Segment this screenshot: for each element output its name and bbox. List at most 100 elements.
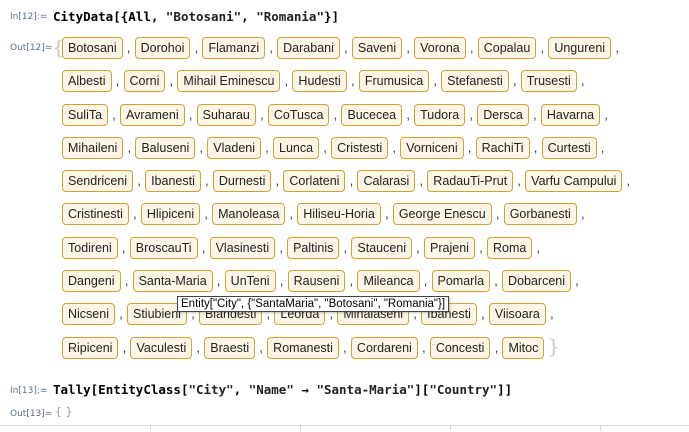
entity-chip[interactable]: Concesti [429,336,491,359]
entity-chip[interactable]: Flamanzi [202,37,266,59]
list-separator: , [343,240,348,255]
entity-chip[interactable]: Corni [123,70,166,93]
entity-row: Ripiceni,Vaculesti,Braesti,Romanesti,Cor… [62,336,662,370]
entity-chip[interactable]: Bucecea [341,103,403,126]
entity-chip[interactable]: Curtesti [541,136,597,159]
entity-chip[interactable]: Mihail Eminescu [177,70,281,93]
entity-chip[interactable]: Hlipiceni [140,203,201,226]
entity-chip[interactable]: Vlasinesti [209,236,276,259]
entity-tooltip: Entity["City", {"SantaMaria", "Botosani"… [177,296,450,312]
entity-chip[interactable]: BroscauTi [129,236,198,259]
entity-chip[interactable]: Varfu Campului [525,170,623,193]
entity-chip[interactable]: Dobarceni [502,270,572,293]
entity-chip[interactable]: Stefanesti [441,70,509,93]
entity-chip[interactable]: Cristinesti [62,203,129,226]
string-token: "City" [188,382,234,397]
entity-chip[interactable]: Avrameni [120,103,185,126]
entity-chip[interactable]: SuliTa [62,103,109,126]
list-separator: , [133,207,137,222]
entity-chip[interactable]: Prajeni [424,236,475,259]
entity-chip[interactable]: Calarasi [357,170,416,193]
entity-chip[interactable]: Romanesti [267,336,339,359]
list-separator: , [517,174,521,189]
entity-chip[interactable]: Roma [486,236,533,259]
entity-chip[interactable]: Albesti [62,70,112,93]
code-token: [EntityClass[ [90,382,189,397]
entity-chip[interactable]: Stauceni [351,236,413,259]
entity-chip[interactable]: Santa-Maria [132,270,213,293]
entity-list-output: Botosani,Dorohoi,Flamanzi,Darabani,Saven… [62,37,662,370]
entity-chip[interactable]: Copalau [477,37,537,59]
input-cell-12[interactable]: CityData[{All, "Botosani", "Romania"}] [53,9,339,24]
entity-chip[interactable]: Cordareni [350,336,418,359]
entity-chip[interactable]: Todireni [62,236,118,259]
entity-chip[interactable]: Manoleasa [212,203,286,226]
list-separator: , [194,41,199,55]
list-separator: , [479,240,483,255]
entity-chip[interactable]: Dorohoi [134,37,191,59]
entity-chip[interactable]: Dersca [477,103,529,126]
list-separator: , [289,207,294,222]
entity-chip[interactable]: Cristesti [331,136,389,159]
list-separator: , [536,240,541,255]
entity-chip[interactable]: Sendriceni [62,170,134,193]
entity-chip[interactable]: Mileanca [357,270,420,293]
divider [300,425,301,431]
entity-chip[interactable]: Viisoara [488,303,546,326]
string-token: "Santa-Maria" [316,382,415,397]
entity-chip[interactable]: Pomarla [431,270,491,293]
entity-chip[interactable]: Braesti [204,336,256,359]
entity-chip[interactable]: RadauTi-Prut [427,170,514,193]
list-open-brace: { [52,35,65,59]
entity-chip[interactable]: George Enescu [392,203,492,226]
entity-chip[interactable]: Baluseni [135,136,196,159]
entity-row: Mihaileni,Baluseni,Vladeni,Lunca,Cristes… [62,136,662,170]
entity-chip[interactable]: Ibanesti [145,170,201,193]
list-separator: , [188,107,193,122]
entity-chip[interactable]: Suharau [196,103,256,126]
entity-chip[interactable]: UnTeni [224,270,276,293]
entity-chip[interactable]: Mihaileni [62,136,124,159]
entity-chip[interactable]: Dangeni [62,270,121,293]
list-separator: , [540,41,545,55]
entity-chip[interactable]: Vorona [414,37,466,59]
entity-chip[interactable]: Hiliseu-Horia [297,203,381,226]
entity-chip[interactable]: Mitoc [502,336,545,359]
input-cell-13[interactable]: Tally[EntityClass["City", "Name" → "Sant… [53,382,512,397]
entity-chip[interactable]: RachiTi [475,136,530,159]
entity-chip[interactable]: Stiubieni [127,303,187,326]
code-token: , [233,382,249,397]
entity-chip[interactable]: Trusesti [520,70,577,93]
entity-chip[interactable]: Havarna [540,103,601,126]
list-separator: , [119,307,123,322]
function-name: CityData [53,9,114,24]
rule-arrow: → [293,382,317,397]
entity-chip[interactable]: CoTusca [267,103,330,126]
list-separator: , [385,207,389,222]
entity-chip[interactable]: Botosani [62,37,123,59]
entity-chip[interactable]: Lunca [273,136,320,159]
entity-chip[interactable]: Durnesti [212,170,272,193]
entity-chip[interactable]: Vaculesti [130,336,193,359]
entity-chip[interactable]: Vorniceni [400,136,464,159]
entity-chip[interactable]: Vladeni [207,136,261,159]
list-separator: , [343,340,347,355]
entity-chip[interactable]: Gorbanesti [503,203,577,226]
list-separator: , [259,340,263,355]
entity-row: Cristinesti,Hlipiceni,Manoleasa,Hiliseu-… [62,203,662,236]
entity-chip[interactable]: Hudesti [292,70,347,93]
entity-chip[interactable]: Paltinis [287,236,340,259]
code-token: }] [323,9,340,24]
entity-chip[interactable]: Saveni [351,37,403,59]
list-separator: , [604,107,608,122]
entity-chip[interactable]: Ripiceni [62,336,119,359]
entity-chip[interactable]: Tudora [414,103,466,126]
entity-chip[interactable]: Ungureni [548,37,612,59]
notebook-bottom-edge [0,425,689,432]
entity-chip[interactable]: Frumusica [358,70,430,93]
list-separator: , [216,274,221,289]
entity-chip[interactable]: Darabani [277,37,340,59]
entity-chip[interactable]: Corlateni [283,170,346,193]
entity-chip[interactable]: Nicseni [62,303,115,326]
entity-chip[interactable]: Rauseni [287,270,346,293]
